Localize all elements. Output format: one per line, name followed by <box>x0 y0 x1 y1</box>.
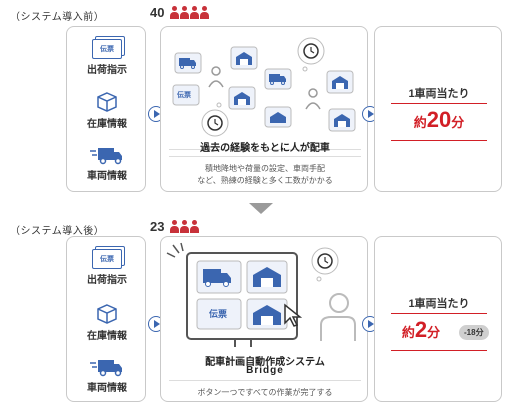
input-label: 出荷指示 <box>87 275 127 286</box>
system-title: 配車計画自動作成システム <box>205 357 325 368</box>
result-value: 約2分 <box>375 317 467 343</box>
person-icon <box>170 6 180 19</box>
after-people-count: 23 <box>150 219 200 234</box>
after-result-panel: 1車両当たり 約2分 -18分 <box>374 236 502 402</box>
process-desc-line2: など、熟練の経験と多く工数がかかる <box>197 176 333 185</box>
people-icon-group <box>170 6 210 19</box>
before-people-count: 40 <box>150 5 210 20</box>
result-unit: 分 <box>427 325 441 340</box>
person-icon <box>180 6 190 19</box>
transition-down-arrow <box>249 203 273 214</box>
result-title: 1車両当たり <box>408 298 470 310</box>
person-icon <box>180 220 190 233</box>
input-label: 出荷指示 <box>87 65 127 76</box>
result-title: 1車両当たり <box>408 88 470 100</box>
inventory-box-icon <box>96 303 118 325</box>
result-value: 約20分 <box>375 107 503 133</box>
result-number: 20 <box>426 107 452 132</box>
people-icon-group <box>170 220 200 233</box>
input-shipping-order: 伝票 出荷指示 <box>67 249 147 286</box>
manual-dispatch-illustration <box>172 37 356 137</box>
after-people-number: 23 <box>150 219 165 234</box>
mini-slip-label: 伝票 <box>177 92 191 99</box>
process-title: 過去の経験をもとに人が配車 <box>200 143 330 154</box>
result-number: 2 <box>414 317 428 342</box>
system-desc: ボタン一つですべての作業が完了する <box>197 388 333 397</box>
after-inputs-panel: 伝票 出荷指示 在庫情報 車両情報 <box>66 236 146 402</box>
person-icon <box>190 220 200 233</box>
input-vehicle: 車両情報 <box>67 357 147 394</box>
inventory-box-icon <box>96 91 118 113</box>
result-frame <box>391 313 487 351</box>
result-prefix: 約 <box>401 325 415 340</box>
input-label: 在庫情報 <box>87 331 127 342</box>
truck-icon <box>90 145 124 165</box>
before-people-number: 40 <box>150 5 165 20</box>
process-desc-line1: 積地降地や荷量の設定、車両手配 <box>205 164 325 173</box>
divider <box>169 149 361 150</box>
result-frame <box>391 103 487 141</box>
truck-icon <box>90 357 124 377</box>
input-vehicle: 車両情報 <box>67 145 147 182</box>
person-icon <box>170 220 180 233</box>
after-section-label: （システム導入後） <box>10 226 105 237</box>
after-system-panel: 伝票 配車計画自動作成システム Bridge ボタン一つですべての作業が完了する <box>160 236 368 402</box>
input-inventory: 在庫情報 <box>67 303 147 342</box>
person-icon <box>200 6 210 19</box>
person-icon <box>190 6 200 19</box>
divider <box>169 156 361 157</box>
input-label: 在庫情報 <box>87 119 127 130</box>
input-shipping-order: 伝票 出荷指示 <box>67 39 147 76</box>
before-inputs-panel: 伝票 出荷指示 在庫情報 車両情報 <box>66 26 146 192</box>
before-result-panel: 1車両当たり 約20分 <box>374 26 502 192</box>
input-label: 車両情報 <box>87 171 127 182</box>
divider <box>169 380 361 381</box>
before-section-label: （システム導入前） <box>10 12 105 23</box>
before-process-panel: 伝票 過去の経験をもとに人が配車 積地降地や荷量の設定、車両手配 など、熟練の経… <box>160 26 368 192</box>
result-unit: 分 <box>451 115 465 130</box>
shipping-slip-icon: 伝票 <box>92 39 122 59</box>
time-reduction-badge: -18分 <box>459 325 489 340</box>
shipping-slip-icon: 伝票 <box>92 249 122 269</box>
bridge-system-illustration <box>166 242 356 347</box>
input-label: 車両情報 <box>87 383 127 394</box>
mini-slip-label: 伝票 <box>209 309 228 319</box>
result-prefix: 約 <box>413 115 427 130</box>
system-name: Bridge <box>246 365 284 376</box>
input-inventory: 在庫情報 <box>67 91 147 130</box>
